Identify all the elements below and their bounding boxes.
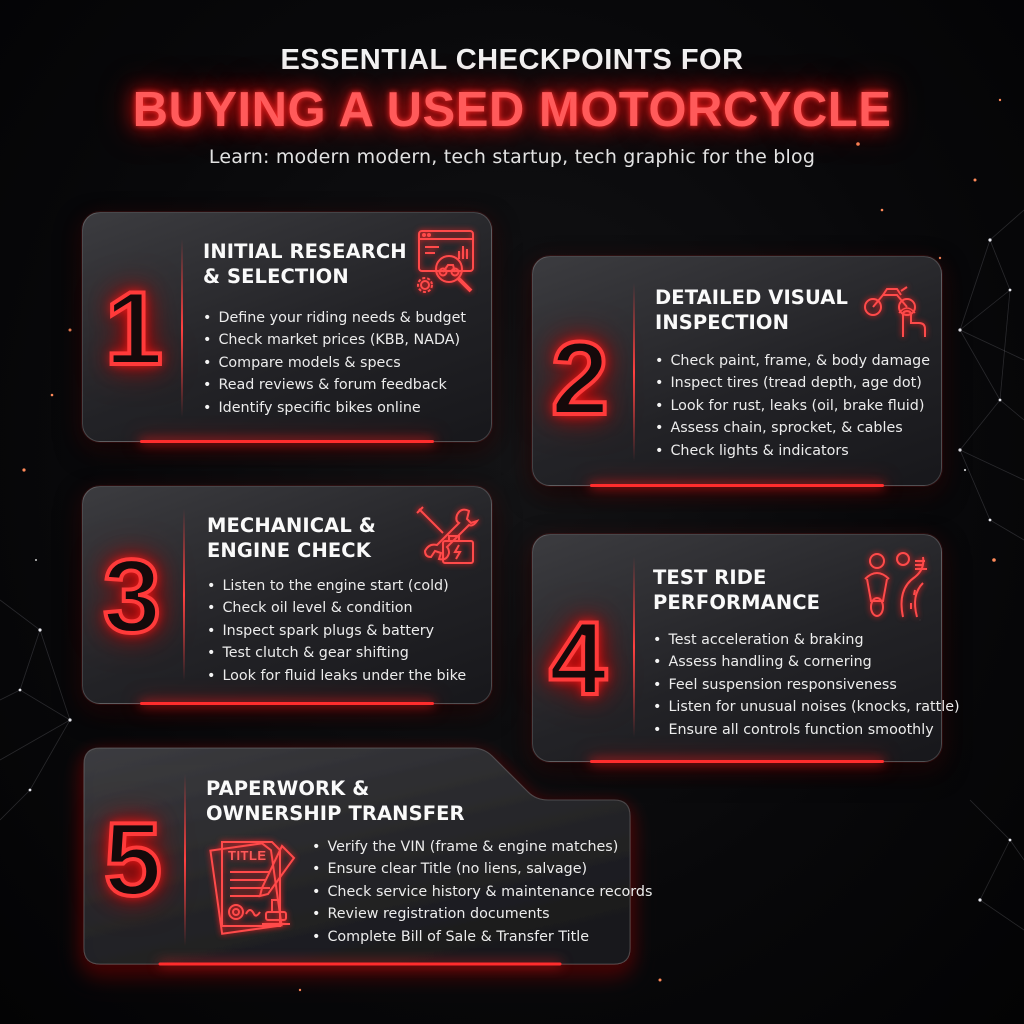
motorcycle-touch-icon [863, 281, 929, 339]
step-card-1: 1 INITIAL RESEARCH & SELECTION Define yo… [82, 212, 492, 443]
step-number-4: 4 [547, 601, 609, 717]
list-item: Look for fluid leaks under the bike [207, 665, 466, 687]
step-card-5: 5 PAPERWORK & OWNERSHIP TRANSFER TITLE V… [84, 748, 652, 964]
step-card-4: 4 TEST RIDE PERFORMANCE Test acceleratio… [532, 534, 960, 763]
list-item: Inspect spark plugs & battery [207, 620, 466, 642]
list-item: Check paint, frame, & body damage [655, 350, 930, 372]
list-item: Test clutch & gear shifting [207, 642, 466, 664]
list-item: Test acceleration & braking [653, 629, 960, 651]
list-item: Inspect tires (tread depth, age dot) [655, 372, 930, 394]
list-item: Check service history & maintenance reco… [312, 881, 652, 903]
step-list-1: Define your riding needs & budget Check … [203, 307, 466, 419]
step-divider-1 [181, 239, 183, 417]
step-divider-3 [183, 509, 185, 681]
list-item: Define your riding needs & budget [203, 307, 466, 329]
step-number-5: 5 [102, 802, 164, 918]
rider-road-icon [853, 549, 929, 619]
page-title: BUYING A USED MOTORCYCLE [132, 83, 892, 137]
list-item: Read reviews & forum feedback [203, 374, 466, 396]
list-item: Check market prices (KBB, NADA) [203, 329, 466, 351]
title-document-icon: TITLE [206, 838, 300, 938]
step-number-3: 3 [101, 539, 163, 655]
step-title-4: TEST RIDE PERFORMANCE [653, 566, 821, 614]
step-list-3: Listen to the engine start (cold) Check … [207, 575, 466, 687]
wrench-engine-icon [413, 503, 480, 569]
page-subtitle: Learn: modern modern, tech startup, tech… [208, 146, 816, 168]
list-item: Ensure clear Title (no liens, salvage) [312, 858, 652, 880]
step-divider-2 [633, 283, 635, 461]
step-title-5: PAPERWORK & OWNERSHIP TRANSFER [206, 777, 465, 825]
list-item: Assess handling & cornering [653, 651, 960, 673]
step-number-2: 2 [549, 321, 611, 437]
step-card-2: 2 DETAILED VISUAL INSPECTION Check paint… [532, 256, 942, 487]
title-document-label: TITLE [228, 848, 267, 863]
step-divider-4 [633, 557, 635, 737]
step-divider-5 [184, 774, 186, 946]
step-card-3: 3 MECHANICAL & ENGINE CHECK Listen to th… [82, 486, 492, 705]
step-number-1: 1 [103, 271, 165, 387]
list-item: Verify the VIN (frame & engine matches) [312, 836, 652, 858]
step-title-2: DETAILED VISUAL INSPECTION [655, 286, 849, 334]
list-item: Look for rust, leaks (oil, brake fluid) [655, 395, 930, 417]
list-item: Identify specific bikes online [203, 397, 466, 419]
step-title-1: INITIAL RESEARCH & SELECTION [203, 240, 407, 288]
list-item: Feel suspension responsiveness [653, 674, 960, 696]
list-item: Listen to the engine start (cold) [207, 575, 466, 597]
step-list-4: Test acceleration & braking Assess handl… [653, 629, 960, 741]
header-pretitle: ESSENTIAL CHECKPOINTS FOR [280, 44, 744, 76]
list-item: Check lights & indicators [655, 440, 930, 462]
list-item: Complete Bill of Sale & Transfer Title [312, 926, 652, 948]
research-magnifier-icon [415, 227, 481, 297]
list-item: Ensure all controls function smoothly [653, 719, 960, 741]
list-item: Review registration documents [312, 903, 652, 925]
list-item: Listen for unusual noises (knocks, rattl… [653, 696, 959, 718]
list-item: Check oil level & condition [207, 597, 466, 619]
step-list-5: Verify the VIN (frame & engine matches) … [312, 836, 652, 948]
list-item: Assess chain, sprocket, & cables [655, 417, 930, 439]
step-title-3: MECHANICAL & ENGINE CHECK [207, 514, 376, 562]
list-item: Compare models & specs [203, 352, 466, 374]
step-list-2: Check paint, frame, & body damage Inspec… [655, 350, 930, 462]
